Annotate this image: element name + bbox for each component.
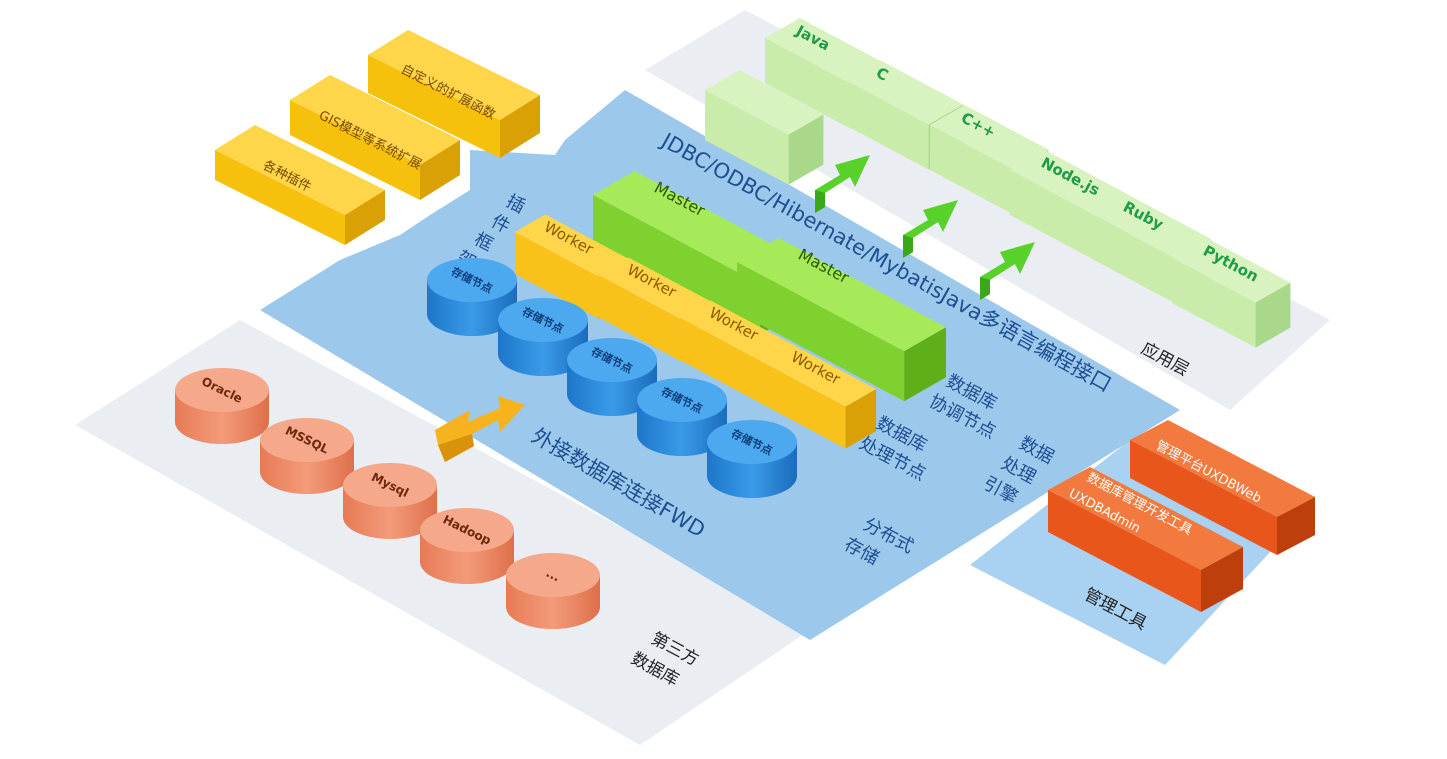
plugin-block-custom: 自定义的扩展函数 — [368, 30, 540, 158]
storage-node: 存储节点 — [498, 298, 588, 376]
master-node: Master — [737, 238, 946, 402]
external-db: Mysql — [343, 463, 437, 539]
external-db: MSSQL — [260, 418, 354, 494]
fwd-double-arrow — [435, 396, 525, 462]
external-db: Hadoop — [420, 508, 514, 584]
external-databases: OracleMSSQLMysqlHadoop... — [175, 368, 600, 629]
up-arrow-icon — [980, 242, 1035, 300]
storage-node: 存储节点 — [707, 420, 797, 498]
up-arrow-icon — [815, 155, 870, 213]
tool-uxdbadmin: 数据库管理开发工具 UXDBAdmin — [1048, 467, 1243, 612]
storage-node: 存储节点 — [567, 338, 657, 416]
external-db: Oracle — [175, 368, 269, 444]
external-db-label: ... — [544, 566, 562, 585]
external-db: ... — [506, 553, 600, 629]
language-box-blank — [705, 70, 824, 185]
tool-uxdbweb: 管理平台UXDBWeb — [1130, 420, 1315, 555]
plugin-block-various: 各种插件 — [215, 125, 385, 245]
storage-node: 存储节点 — [427, 258, 517, 336]
up-arrow-icon — [903, 200, 958, 258]
language-box: Python — [1172, 238, 1291, 348]
storage-node: 存储节点 — [637, 378, 727, 456]
green-arrows — [815, 155, 1035, 300]
